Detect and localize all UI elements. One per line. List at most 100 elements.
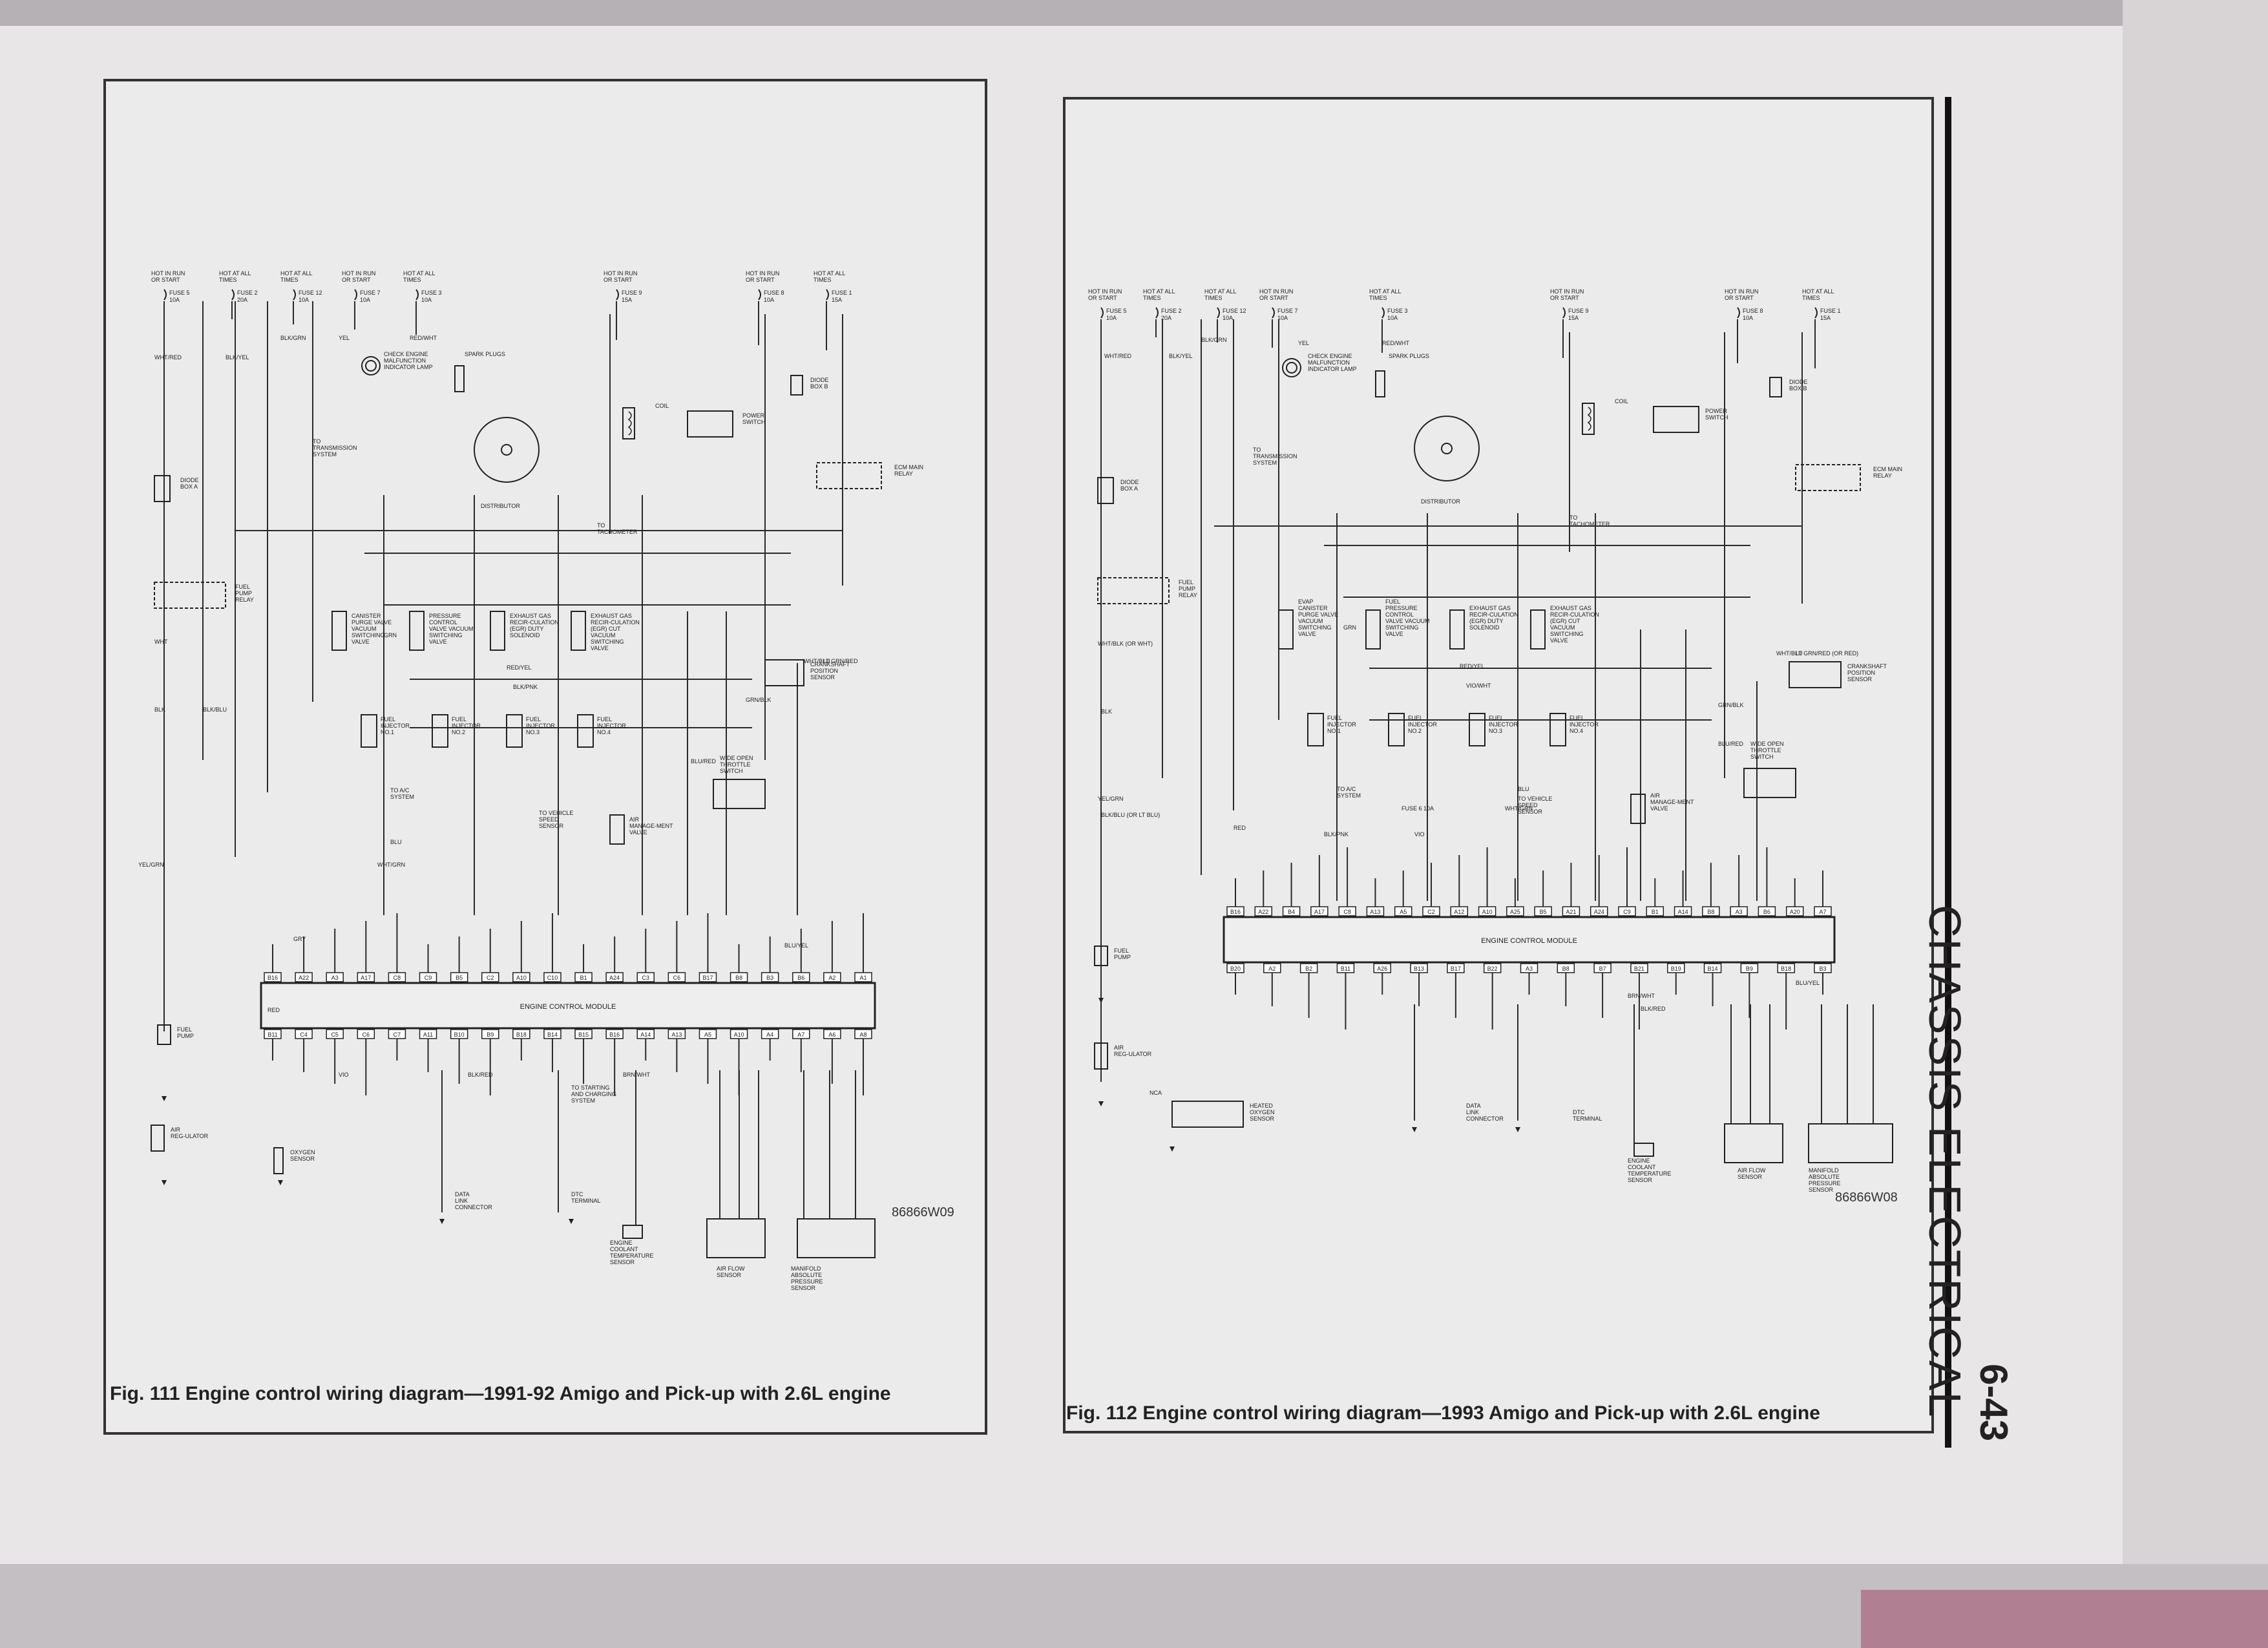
fuse-symbol [1737, 307, 1740, 319]
fuse-head-label: OR START [1259, 295, 1288, 301]
component-label: CONTROL [1385, 611, 1414, 618]
component-circle [361, 356, 381, 375]
component-label: PUMP [177, 1033, 194, 1039]
ecm-bottom-pin-label: A3 [1526, 966, 1533, 972]
component-label: FUEL [177, 1026, 192, 1033]
fuse-head-label: TIMES [1369, 295, 1387, 301]
ecm-bottom-pin-label: B10 [454, 1031, 465, 1038]
ecm-label: ENGINE CONTROL MODULE [520, 1003, 616, 1011]
wire-color-label: VIO [1414, 831, 1425, 838]
fuse-symbol [1100, 307, 1104, 319]
component-box [1789, 661, 1842, 688]
ecm-bottom-pin-label: B14 [547, 1031, 558, 1038]
ecm-top-pin-label: A7 [1819, 909, 1826, 915]
ecm-top-pin-label: A24 [1594, 909, 1604, 915]
component-label: BOX B [1789, 385, 1807, 392]
page-top-shadow [0, 0, 2126, 26]
ecm-bottom-pin-label: A6 [828, 1031, 835, 1038]
fuse-head-label: HOT IN RUN [1259, 288, 1293, 295]
component-box [1365, 609, 1381, 650]
wire-color-label: BLK/BLU (OR LT BLU) [1101, 812, 1160, 818]
component-label: SWITCHING [1550, 631, 1584, 637]
component-box [797, 1218, 876, 1258]
ground-arrow [162, 1180, 167, 1185]
ecm-bottom-pin-label: C4 [300, 1031, 308, 1038]
wire-color-label: YEL [1298, 340, 1309, 346]
component-label: SOLENOID [1469, 624, 1500, 631]
wire-color-label: RED/WHT [1382, 340, 1409, 346]
component-box [1307, 713, 1324, 746]
component-label: VALVE [629, 829, 647, 836]
component-label: NO.3 [1489, 728, 1502, 734]
ground-arrow [278, 1180, 283, 1185]
component-label: BOX A [180, 483, 198, 490]
component-label: PRESSURE [791, 1278, 823, 1285]
fuse-head-label: HOT AT ALL [814, 270, 846, 277]
ecm-bottom-pin-label: B13 [1414, 966, 1424, 972]
fuse-head-label: HOT AT ALL [219, 270, 251, 277]
component-box [1278, 609, 1294, 650]
component-label: VALVE [1550, 637, 1568, 644]
component-box [687, 410, 733, 438]
fuse-amp-label: 10A [299, 297, 309, 303]
component-label: NO.4 [1570, 728, 1583, 734]
ecm-bottom-pin-label: B3 [1819, 966, 1826, 972]
ecm-label: ENGINE CONTROL MODULE [1481, 937, 1577, 945]
component-label: ECM MAIN [894, 464, 923, 470]
component-label: COIL [1615, 398, 1628, 405]
ecm-bottom-pin-label: B11 [268, 1031, 277, 1038]
component-label: PUMP [235, 590, 252, 597]
wire-color-label: BLK/YEL [226, 354, 249, 361]
wire-color-label: WHT/BLU [1776, 650, 1803, 657]
component-box [409, 611, 425, 651]
fuse-head-label: OR START [1088, 295, 1117, 301]
ecm-bottom-pin-label: C5 [331, 1031, 339, 1038]
component-box [622, 1225, 643, 1239]
component-label: EXHAUST GAS [510, 613, 551, 619]
component-box [331, 611, 347, 651]
coil-winding [627, 411, 632, 436]
ecm-top-pin-label: B5 [1540, 909, 1547, 915]
component-label: INJECTOR [1489, 721, 1518, 728]
component-label: CHECK ENGINE [1308, 353, 1352, 359]
ecm-top-pin-label: A12 [1454, 909, 1464, 915]
fuse-symbol [163, 289, 167, 301]
component-label: WIDE OPEN [720, 755, 753, 761]
wire-color-label: YEL/GRN [138, 861, 164, 868]
fuse-label: FUSE 3 [1387, 308, 1408, 314]
component-label: TERMINAL [1573, 1115, 1602, 1122]
component-label: BOX A [1120, 485, 1138, 492]
fuse-label: FUSE 8 [1743, 308, 1763, 314]
component-box [1469, 713, 1486, 746]
ecm-top-pin-label: B6 [1763, 909, 1770, 915]
fuse-symbol [826, 289, 829, 301]
component-box [1724, 1123, 1783, 1163]
fuse-amp-label: 20A [237, 297, 247, 303]
component-label: AIR [629, 816, 640, 823]
wire-color-label: BLK/PNK [1324, 831, 1349, 838]
component-label: FUEL [597, 716, 612, 723]
component-label: PUMP [1114, 954, 1131, 960]
component-label: SENSOR [717, 1272, 742, 1278]
component-label: CANISTER [352, 613, 381, 619]
component-box [571, 611, 586, 651]
ecm-bottom-pin-label: A26 [1377, 966, 1387, 972]
fuse-symbol [1272, 307, 1275, 319]
component-label: MALFUNCTION [1308, 359, 1350, 366]
component-label: ENGINE [610, 1240, 633, 1246]
wire-color-label: BLK/BLU [203, 706, 227, 713]
fuse-head-label: TIMES [219, 277, 237, 283]
ecm-bottom-pin-label: B17 [1451, 966, 1461, 972]
component-label: PRESSURE [1385, 605, 1418, 611]
component-label: SENSOR [1250, 1115, 1275, 1122]
component-label: DATA [455, 1191, 470, 1198]
book-cover-edge [1861, 1590, 2268, 1648]
component-label: NO.4 [597, 729, 611, 735]
ground-arrow [162, 1096, 167, 1101]
component-label: ENGINE [1628, 1157, 1650, 1164]
wire-color-label: RED/WHT [410, 335, 437, 341]
fuse-label: FUSE 2 [237, 290, 258, 296]
component-box [432, 714, 448, 748]
component-label: ABSOLUTE [1809, 1174, 1840, 1180]
